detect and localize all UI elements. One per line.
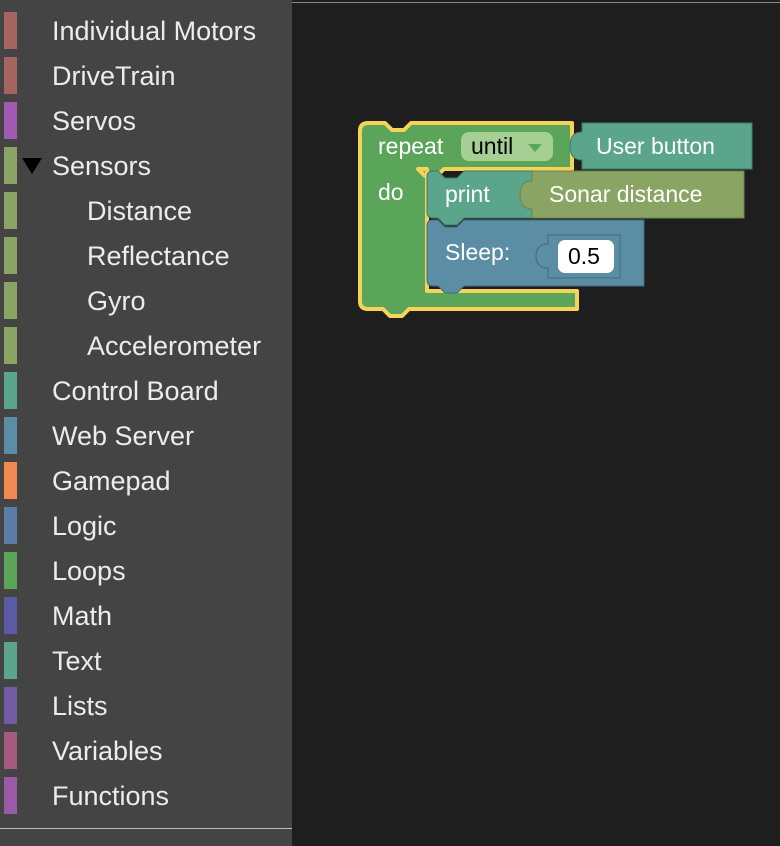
category-color-swatch — [4, 237, 17, 274]
toolbox-category-text[interactable]: Text — [0, 638, 292, 683]
chevron-down-icon — [528, 144, 542, 152]
toolbox-category-distance[interactable]: Distance — [0, 188, 292, 233]
toolbox-category-label: Sensors — [52, 151, 152, 181]
toolbox-category-accelerometer[interactable]: Accelerometer — [0, 323, 292, 368]
category-color-swatch — [4, 642, 17, 679]
repeat-block-body[interactable] — [358, 121, 579, 318]
category-color-swatch — [4, 192, 17, 229]
toolbox-category-label: Gyro — [87, 286, 146, 316]
toolbox-category-label: Reflectance — [87, 241, 230, 271]
toolbox-category-loops[interactable]: Loops — [0, 548, 292, 593]
toolbox-category-functions[interactable]: Functions — [0, 773, 292, 818]
toolbox-category-label: Individual Motors — [52, 16, 257, 46]
toolbox-category-servos[interactable]: Servos — [0, 98, 292, 143]
print-label: print — [445, 181, 490, 207]
toolbox-category-logic[interactable]: Logic — [0, 503, 292, 548]
category-color-swatch — [4, 507, 17, 544]
category-color-swatch — [4, 597, 17, 634]
user-button-block-body[interactable] — [569, 122, 753, 170]
expand-arrow-icon[interactable] — [22, 158, 42, 174]
category-color-swatch — [4, 372, 17, 409]
toolbox-category-web-server[interactable]: Web Server — [0, 413, 292, 458]
sonar-distance-label: Sonar distance — [549, 181, 702, 207]
sleep-value-field[interactable] — [558, 240, 614, 273]
toolbox-category-gyro[interactable]: Gyro — [0, 278, 292, 323]
toolbox-category-sensors[interactable]: Sensors — [0, 143, 292, 188]
category-color-swatch — [4, 147, 17, 184]
toolbox-category-label: Functions — [52, 781, 170, 811]
repeat-mode-value: until — [471, 133, 513, 159]
category-color-swatch — [4, 732, 17, 769]
print-block[interactable]: print — [426, 170, 533, 226]
repeat-keyword: repeat — [378, 133, 444, 159]
category-color-swatch — [4, 687, 17, 724]
toolbox-category-label: Loops — [52, 556, 126, 586]
sleep-block[interactable]: Sleep: 0.5 — [426, 219, 645, 294]
category-color-swatch — [4, 12, 17, 49]
category-color-swatch — [4, 552, 17, 589]
toolbox-category-control-board[interactable]: Control Board — [0, 368, 292, 413]
toolbox-category-label: Variables — [52, 736, 163, 766]
sonar-distance-block-body[interactable] — [519, 170, 745, 219]
do-label: do — [378, 179, 404, 205]
toolbox-category-label: Accelerometer — [87, 331, 262, 361]
user-button-block[interactable]: User button — [569, 122, 753, 170]
toolbox-category-label: Lists — [52, 691, 108, 721]
repeat-mode-dropdown[interactable]: until — [461, 132, 553, 161]
toolbox-category-label: Web Server — [52, 421, 195, 451]
toolbox-category-label: Text — [52, 646, 102, 676]
category-color-swatch — [4, 462, 17, 499]
toolbox-category-reflectance[interactable]: Reflectance — [0, 233, 292, 278]
category-color-swatch — [4, 57, 17, 94]
category-color-swatch — [4, 327, 17, 364]
sleep-label: Sleep: — [445, 239, 510, 265]
toolbox-category-lists[interactable]: Lists — [0, 683, 292, 728]
toolbox-category-label: Gamepad — [52, 466, 171, 496]
repeat-until-block[interactable]: repeat until do — [358, 121, 579, 318]
workspace-top-border — [292, 2, 780, 3]
repeat-mode-dropdown-bg[interactable] — [461, 132, 553, 161]
category-color-swatch — [4, 102, 17, 139]
toolbox-category-label: Distance — [87, 196, 193, 226]
category-color-swatch — [4, 417, 17, 454]
sleep-value[interactable]: 0.5 — [568, 243, 600, 269]
toolbox-category-label: Math — [52, 601, 113, 631]
toolbox-category-gamepad[interactable]: Gamepad — [0, 458, 292, 503]
workspace[interactable]: repeat until do User button print — [292, 3, 780, 846]
category-color-swatch — [4, 777, 17, 814]
toolbox-category-label: Control Board — [52, 376, 219, 406]
toolbox-bottom-border — [0, 828, 292, 829]
toolbox-category-label: Logic — [52, 511, 117, 541]
toolbox-category-label: Servos — [52, 106, 137, 136]
toolbox-category-drivetrain[interactable]: DriveTrain — [0, 53, 292, 98]
sonar-distance-block[interactable]: Sonar distance — [519, 170, 745, 219]
category-color-swatch — [4, 282, 17, 319]
toolbox-category-variables[interactable]: Variables — [0, 728, 292, 773]
toolbox-category-label: DriveTrain — [52, 61, 176, 91]
user-button-label: User button — [596, 133, 715, 159]
toolbox-category-individual-motors[interactable]: Individual Motors — [0, 8, 292, 53]
sleep-value-block[interactable]: 0.5 — [535, 234, 621, 279]
blocks-canvas[interactable]: repeat until do User button print — [292, 3, 780, 846]
toolbox-category-math[interactable]: Math — [0, 593, 292, 638]
